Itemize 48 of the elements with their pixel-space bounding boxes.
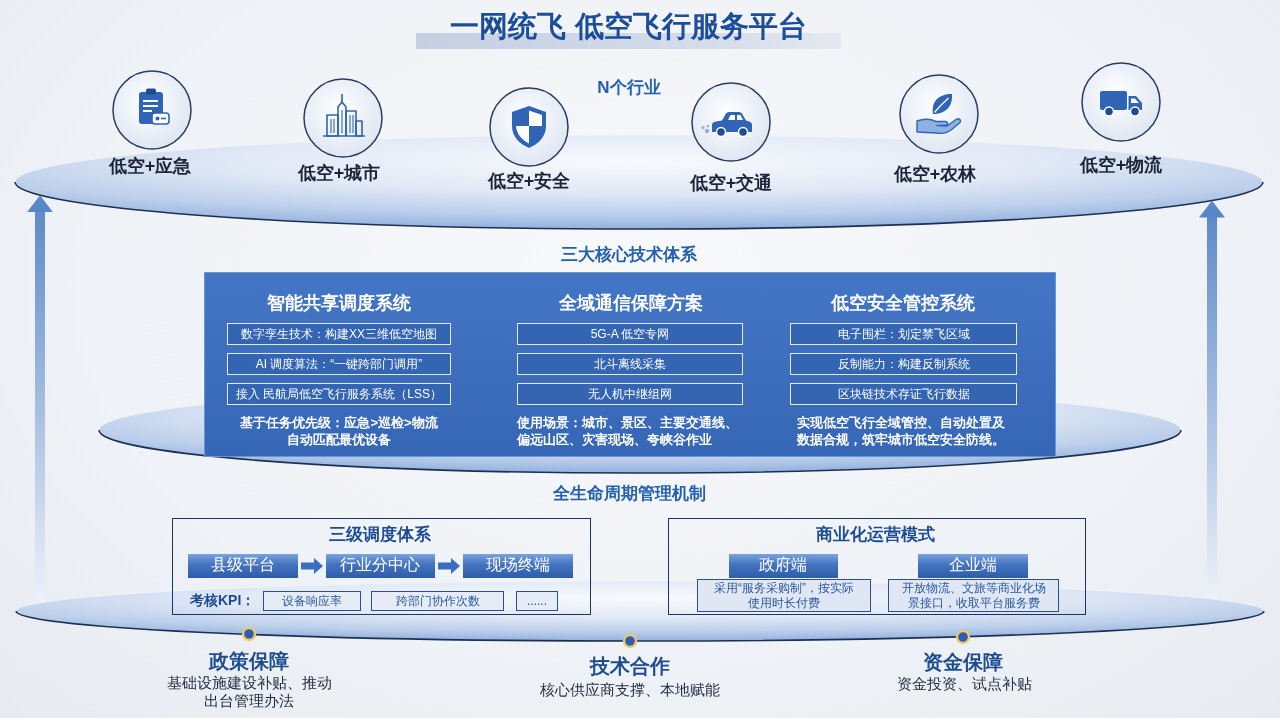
feature-box: 无人机中继组网 [517, 383, 743, 405]
feature-box: 电子围栏：划定禁飞区域 [790, 323, 1017, 345]
support-heading: 政策保障 [209, 649, 289, 673]
column-description: 基于任务优先级：应急>巡检>物流自动匹配最优设备 [239, 414, 439, 448]
feature-box: 数字孪生技术：构建XX三维低空地图 [227, 323, 451, 345]
section-heading: 三大核心技术体系 [561, 244, 697, 266]
column-heading: 智能共享调度系统 [267, 293, 411, 315]
up-arrow [27, 195, 53, 603]
feature-box: 反制能力：构建反制系统 [790, 353, 1017, 375]
support-heading: 技术合作 [590, 654, 670, 678]
level-bar: 县级平台 [187, 553, 298, 578]
support-text: 资金投资、试点补贴 [896, 675, 1032, 693]
kpi-box: ...... [516, 591, 558, 611]
tab-header: 政府端 [728, 553, 838, 578]
column-heading: 低空安全管控系统 [831, 293, 975, 315]
industry-label: 低空+农林 [893, 164, 977, 186]
column-description: 使用场景：城市、景区、主要交通线、偏远山区、灾害现场、夸峡谷作业 [517, 414, 739, 448]
section-heading: 商业化运营模式 [816, 524, 935, 545]
feature-box: 区块链技术存证飞行数据 [790, 383, 1017, 405]
level-bar: 现场终端 [462, 553, 573, 578]
industry-label: 低空+城市 [297, 163, 381, 185]
support-text: 核心供应商支撑、本地赋能 [540, 681, 720, 699]
description-box: 开放物流、文旅等商业化场景接口，收取平台服务费 [888, 579, 1059, 612]
support-heading: 资金保障 [923, 650, 1003, 674]
industry-label: 低空+应急 [108, 156, 192, 178]
support-text: 基础设施建设补贴、推动出台管理办法 [165, 674, 333, 710]
column-description: 实现低空飞行全域管控、自动处置及数据合规，筑牢城市低空安全防线。 [797, 414, 1006, 448]
feature-box: 接入 民航局低空飞行服务系统（LSS） [227, 383, 451, 405]
feature-box: AI 调度算法：“一键跨部门调用” [227, 353, 451, 375]
section-heading: 三级调度体系 [328, 524, 431, 545]
tab-header: 企业端 [917, 553, 1028, 578]
kpi-box: 设备响应率 [263, 591, 361, 611]
section-heading: N个行业 [597, 77, 661, 99]
row-label: 考核KPI： [190, 591, 256, 609]
kpi-box: 跨部门协作次数 [371, 591, 504, 611]
industry-label: 低空+物流 [1079, 155, 1163, 177]
column-heading: 全域通信保障方案 [559, 293, 703, 315]
industry-label: 低空+安全 [487, 171, 571, 193]
industry-label: 低空+交通 [689, 173, 773, 195]
page-title: 一网统飞 低空飞行服务平台 [416, 10, 841, 49]
platform-disk [14, 134, 1264, 230]
core-panel [98, 272, 1182, 474]
feature-box: 5G-A 低空专网 [517, 323, 743, 345]
up-arrow [1199, 200, 1225, 599]
section-heading: 全生命周期管理机制 [552, 483, 706, 505]
description-box: 采用“服务采购制”，按实际使用时长付费 [697, 579, 871, 612]
feature-box: 北斗离线采集 [517, 353, 743, 375]
level-bar: 行业分中心 [325, 553, 435, 578]
